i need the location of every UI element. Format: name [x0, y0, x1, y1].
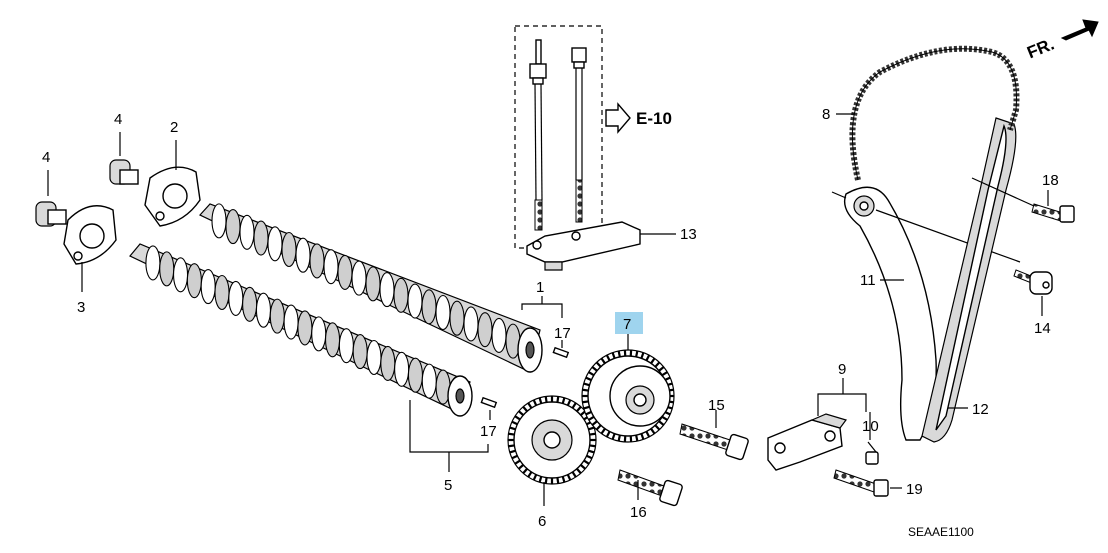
part-18-bolt [971, 177, 1075, 223]
part-3-plate [63, 205, 117, 292]
part-16-bolt [617, 469, 683, 507]
cam-lobe [211, 203, 227, 239]
callout-17-lower: 17 [480, 423, 497, 440]
cam-lobe [145, 245, 161, 281]
diagram-code: SEAAE1100 [908, 525, 974, 539]
cam-lobe [214, 274, 230, 311]
callout-1: 1 [536, 279, 544, 296]
reference-label: E-10 [636, 109, 672, 128]
part-13-bracket [526, 221, 676, 271]
callout-5: 5 [444, 477, 452, 494]
cam-lobe [200, 269, 216, 305]
cam-lobe [379, 272, 395, 308]
cam-lobe [323, 249, 339, 285]
cam-lobe [380, 345, 396, 381]
cam-lobe [435, 294, 451, 331]
cam-lobe [337, 254, 353, 290]
cam-lobe [421, 289, 437, 325]
callout-4-upper: 4 [114, 111, 122, 128]
cam-lobe [393, 277, 409, 313]
callout-13: 13 [680, 226, 697, 243]
front-direction-label: FR. [1024, 34, 1057, 62]
part-6-sprocket [507, 395, 597, 506]
part-12-chain-guide [921, 117, 1017, 443]
callout-3: 3 [77, 299, 85, 316]
front-direction-indicator: FR. [1024, 19, 1099, 62]
callout-15: 15 [708, 397, 725, 414]
cam-lobe [449, 300, 465, 336]
part-7-vtc-actuator [581, 332, 675, 443]
head-bolt-group: E-10 [514, 25, 672, 249]
head-bolt [571, 47, 587, 223]
cam-lobe [281, 231, 297, 268]
cam-lobe [407, 283, 423, 319]
part-17-pin-upper [552, 346, 570, 359]
cam-lobe [239, 214, 255, 250]
cam-lobe [172, 257, 189, 293]
cam-lobe [228, 280, 244, 316]
part-7-highlight [615, 312, 643, 334]
callout-6: 6 [538, 513, 546, 530]
callout-8: 8 [822, 106, 830, 123]
cam-lobe [225, 209, 241, 245]
cam-lobe [407, 357, 424, 393]
part-4-bolt-upper [109, 132, 139, 185]
callout-18: 18 [1042, 172, 1059, 189]
cam-lobe [283, 304, 299, 340]
cam-lobe [242, 286, 258, 322]
part-8-timing-chain [836, 45, 1020, 181]
lower-camshaft [129, 243, 473, 417]
gear-teeth [582, 350, 674, 442]
cam-lobe [338, 328, 354, 364]
part-19-bolt [833, 469, 902, 497]
part-14-bolt [1013, 269, 1053, 316]
front-arrow-icon [1060, 19, 1099, 41]
cam-lobe [159, 251, 175, 287]
part-4-bolt-lower [35, 170, 67, 227]
cam-lobe [463, 306, 479, 342]
callout-4-lower: 4 [42, 149, 50, 166]
callout-7: 7 [623, 316, 631, 333]
cam-lobe [366, 339, 382, 376]
cam-lobe [491, 317, 507, 353]
cam-lobe [421, 363, 437, 399]
callout-12: 12 [972, 401, 989, 418]
cam-lobe [351, 260, 367, 296]
cam-lobe [255, 292, 272, 328]
cam-lobe [324, 322, 341, 358]
gear-teeth [508, 396, 596, 484]
cam-lobe [295, 237, 311, 273]
callout-10: 10 [862, 418, 879, 435]
upper-camshaft [199, 203, 543, 373]
cam-lobe [365, 266, 381, 302]
cam-lobe [253, 220, 269, 256]
cam-lobe [394, 351, 410, 387]
part-11-tensioner-arm [831, 186, 1021, 441]
cam-lobe [186, 263, 202, 299]
cam-lobe [352, 334, 368, 370]
callout-11: 11 [860, 272, 876, 289]
part-10-bolt [865, 412, 879, 465]
part-17-pin-lower [480, 396, 498, 409]
dashed-group-box [514, 25, 603, 249]
reference-arrow-icon [605, 102, 631, 134]
part-15-bolt [679, 410, 749, 461]
part-2-plate [144, 140, 201, 227]
cam-lobe [477, 312, 493, 348]
cam-lobe [309, 243, 325, 279]
cam-lobe [311, 316, 327, 352]
cam-lobe [269, 298, 285, 334]
cam-lobe [267, 226, 283, 262]
callout-9: 9 [838, 361, 846, 378]
callout-19: 19 [906, 481, 923, 498]
head-bolt [529, 39, 547, 231]
callout-16: 16 [630, 504, 647, 521]
callout-1-leader [521, 303, 563, 318]
callout-2: 2 [170, 119, 178, 136]
callout-17-upper: 17 [554, 325, 571, 342]
part-9-tensioner [767, 378, 867, 471]
callout-14: 14 [1034, 320, 1051, 337]
cam-lobe [297, 310, 313, 346]
